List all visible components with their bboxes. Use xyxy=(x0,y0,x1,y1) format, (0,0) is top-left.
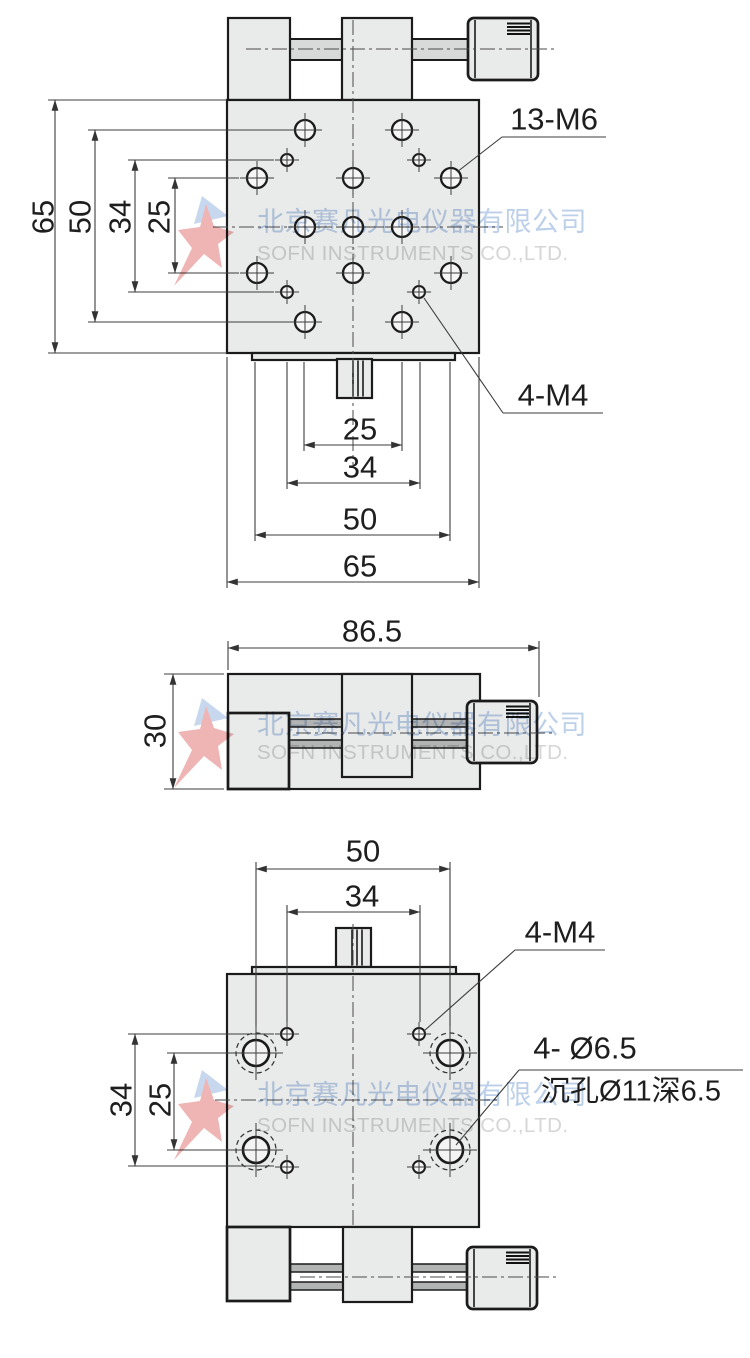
dim-bottom-left-25: 25 xyxy=(142,1082,178,1118)
dim-bottom-top-50: 50 xyxy=(345,833,381,869)
bearing-block xyxy=(225,1225,292,1303)
micrometer-knob xyxy=(465,1245,539,1311)
label-counterbore-depth: 沉孔Ø11深6.5 xyxy=(541,1075,721,1108)
bottom-drive-assembly xyxy=(225,1225,556,1311)
dim-top-bottom-25: 25 xyxy=(342,411,378,447)
bearing-block xyxy=(340,16,414,102)
top-view-leader-lines xyxy=(423,136,606,414)
dim-side-30: 30 xyxy=(137,713,173,749)
side-left-block xyxy=(226,711,291,791)
label-4-m4-top: 4-M4 xyxy=(517,377,589,413)
screw-end xyxy=(335,357,374,400)
dim-top-left-50: 50 xyxy=(62,199,98,235)
dim-top-left-65: 65 xyxy=(25,199,61,235)
dim-side-86-5: 86.5 xyxy=(341,613,403,649)
bearing-block xyxy=(226,16,292,102)
top-view xyxy=(48,16,606,588)
side-view-dimension-lines xyxy=(164,641,540,790)
dim-bottom-left-34: 34 xyxy=(103,1082,139,1118)
bottom-view xyxy=(128,862,743,1311)
side-view xyxy=(164,641,553,791)
dim-bottom-top-34: 34 xyxy=(344,878,380,914)
label-4-m4-bottom: 4-M4 xyxy=(524,914,596,950)
top-view-drive-assembly xyxy=(226,16,556,102)
bearing-block xyxy=(341,1225,414,1304)
top-view-dimension-lines xyxy=(48,99,480,588)
micrometer-knob xyxy=(465,699,539,765)
label-13-m6: 13-M6 xyxy=(510,101,598,137)
dim-top-left-25: 25 xyxy=(141,199,177,235)
dim-top-bottom-50: 50 xyxy=(342,501,378,537)
dim-top-left-34: 34 xyxy=(102,199,138,235)
side-middle-block xyxy=(340,672,414,779)
label-counterbore-dia: 4- Ø6.5 xyxy=(533,1030,637,1066)
dim-top-bottom-65: 65 xyxy=(342,548,378,584)
bottom-view-leader-lines xyxy=(423,949,743,1146)
dim-top-bottom-34: 34 xyxy=(342,449,378,485)
